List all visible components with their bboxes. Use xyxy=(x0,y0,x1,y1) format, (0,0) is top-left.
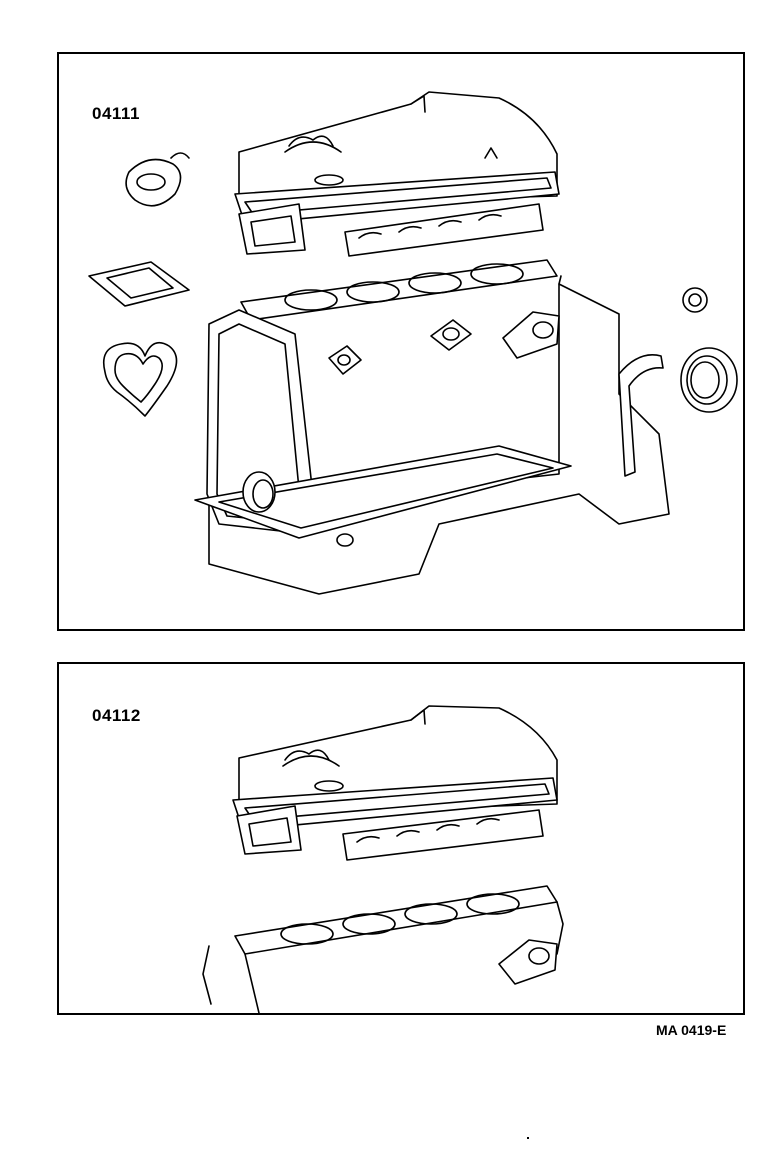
rear-crankshaft-oil-seal xyxy=(681,348,737,412)
small-oil-seal xyxy=(683,288,707,312)
water-pump-gasket xyxy=(104,343,177,416)
kit-code-label: 04111 xyxy=(92,104,140,123)
fuel-pump-gasket xyxy=(503,312,559,358)
water-outlet-gasket xyxy=(126,153,189,206)
manifold-gasket xyxy=(239,204,543,256)
cylinder-head-gasket xyxy=(235,886,557,954)
engine-block xyxy=(203,902,563,1013)
head-gasket-kit-illustration xyxy=(59,664,743,1013)
kit-panel-04112: 04112 xyxy=(57,662,745,1015)
kit-panel-04111: 04111 xyxy=(57,52,745,631)
figure-reference-code: MA 0419-E xyxy=(656,1022,727,1038)
fuel-pump-gasket xyxy=(499,940,557,984)
front-crankshaft-oil-seal xyxy=(243,472,275,512)
manifold-gasket xyxy=(237,806,543,860)
rear-oil-seal-retainer-gasket xyxy=(619,355,663,476)
engine-gasket-kit-illustration xyxy=(59,54,743,629)
scan-speck xyxy=(527,1137,529,1139)
small-plate-gasket xyxy=(329,320,471,374)
kit-code-label: 04112 xyxy=(92,706,141,725)
pump-cover-gasket xyxy=(89,262,189,306)
oil-pan-gasket xyxy=(195,446,571,538)
cylinder-head-gasket xyxy=(241,260,557,320)
drain-plug-gasket xyxy=(337,534,353,546)
